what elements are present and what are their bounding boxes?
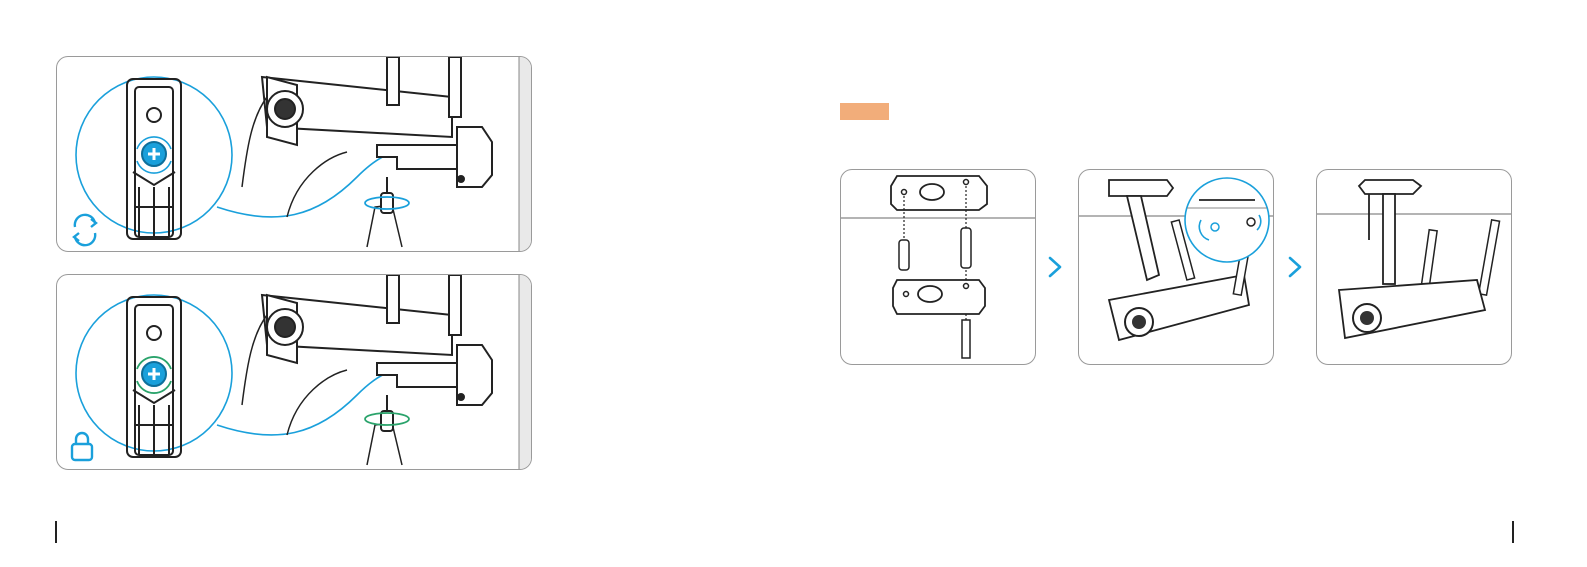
chevron-right-icon [1046, 255, 1064, 279]
step-3-panel [1316, 169, 1512, 365]
lock-instruction-panel [56, 274, 532, 470]
page-margin-mark-left [55, 521, 57, 543]
lock-icon [72, 433, 92, 460]
rotate-instruction-panel [56, 56, 532, 252]
rotate-arrows-icon [74, 215, 96, 245]
chevron-right-icon [1286, 255, 1304, 279]
lock-illustration [57, 275, 532, 470]
step-label-bar [840, 103, 889, 120]
page-margin-mark-right [1512, 521, 1514, 543]
step-2-panel [1078, 169, 1274, 365]
mounting-plate-screws-illustration [841, 170, 1036, 365]
rotate-illustration [57, 57, 532, 252]
step-1-panel [840, 169, 1036, 365]
ceiling-mounted-camera-rotate-illustration [1079, 170, 1274, 365]
ceiling-mounted-camera-final-illustration [1317, 170, 1512, 365]
